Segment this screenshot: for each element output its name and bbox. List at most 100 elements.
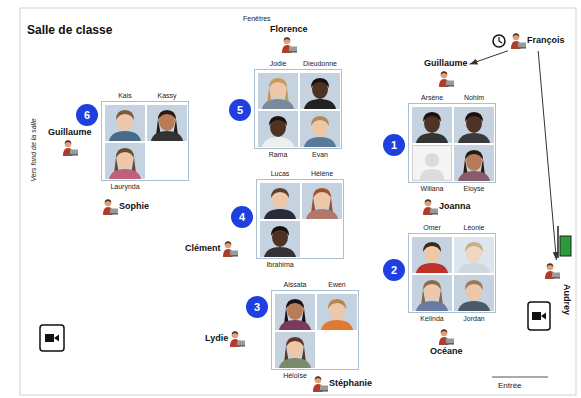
illustration-part xyxy=(300,111,340,147)
student-name: Hélène xyxy=(311,170,333,178)
illustration-part xyxy=(317,294,357,330)
illustration-part xyxy=(425,153,439,167)
illustration-part xyxy=(105,199,112,203)
student-photo: Hélène xyxy=(302,183,342,219)
student-portrait xyxy=(275,294,315,330)
clock-hands xyxy=(499,37,502,43)
arrow-connector xyxy=(538,51,556,260)
illustration-part xyxy=(272,189,288,209)
illustration-part xyxy=(458,263,490,273)
student-photo: Omer xyxy=(412,237,452,273)
group-number-circle: 6 xyxy=(76,104,98,126)
illustration-part xyxy=(458,133,490,143)
person-laptop-icon xyxy=(281,36,297,53)
illustration-part xyxy=(258,111,298,147)
student-name: Lucas xyxy=(271,170,290,178)
illustration-part xyxy=(329,300,345,320)
student-name: Ibrahima xyxy=(266,261,293,269)
illustration-part xyxy=(328,299,346,309)
illustration-part xyxy=(444,85,454,87)
student-photo: Rama xyxy=(258,111,298,147)
illustration-part xyxy=(270,79,286,99)
illustration-part xyxy=(466,151,482,171)
illustration-part xyxy=(64,140,71,144)
staff-name: Clément xyxy=(185,243,221,254)
illustration-part xyxy=(232,332,239,339)
staff-member: Sophie xyxy=(102,198,149,215)
illustration-part xyxy=(454,107,494,143)
illustration-part xyxy=(151,131,183,141)
illustration-part xyxy=(315,377,322,384)
illustration-part xyxy=(272,227,288,247)
student-photo: Kelinda xyxy=(412,275,452,311)
illustration-part xyxy=(312,79,328,99)
group-number: 5 xyxy=(237,104,243,116)
illustration-part xyxy=(271,188,289,198)
illustration-part xyxy=(412,107,452,143)
illustration-part xyxy=(275,294,315,330)
camera-body xyxy=(532,312,541,320)
student-name: Aissata xyxy=(284,281,307,289)
illustration-part xyxy=(416,263,448,273)
clock-symbol xyxy=(493,35,505,47)
illustration-part xyxy=(108,213,118,215)
illustration-part xyxy=(117,149,133,169)
student-name: Wiliana xyxy=(421,185,444,193)
illustration-part xyxy=(224,241,231,245)
illustration-part xyxy=(424,281,440,301)
illustration-part xyxy=(465,280,483,290)
illustration-part xyxy=(109,169,141,179)
staff-name: Guillaume xyxy=(424,58,468,69)
student-portrait xyxy=(454,107,494,143)
student-name: Kassy xyxy=(157,92,176,100)
illustration-part xyxy=(454,145,494,181)
group-number: 4 xyxy=(239,211,245,223)
illustration-part xyxy=(260,183,300,219)
illustration-part xyxy=(454,275,494,311)
illustration-part xyxy=(430,209,438,214)
illustration-part xyxy=(70,150,78,155)
illustration-part xyxy=(424,243,440,263)
staff-name: Joanna xyxy=(439,201,471,212)
student-portrait xyxy=(258,73,298,109)
illustration-part xyxy=(441,329,448,333)
student-name: Laurynda xyxy=(110,183,139,191)
person-laptop-icon xyxy=(62,139,78,156)
student-table: 2OmerLéonieKelindaJordan xyxy=(408,233,496,313)
illustration-part xyxy=(420,169,444,181)
student-portrait xyxy=(412,237,452,273)
illustration-part xyxy=(547,264,554,271)
student-table: 3AissataEwenHéloïse xyxy=(271,290,359,370)
student-photo: Héloïse xyxy=(275,332,315,368)
student-photo: Ewen xyxy=(317,294,357,330)
person-laptop-icon xyxy=(510,32,526,49)
illustration-part xyxy=(440,72,447,79)
person-laptop-icon xyxy=(438,328,454,345)
staff-member: Clément xyxy=(185,240,238,257)
illustration-part xyxy=(513,33,520,37)
illustration-part xyxy=(68,154,78,156)
student-name: Ewen xyxy=(328,281,346,289)
student-portrait xyxy=(317,294,357,330)
camera-lens xyxy=(541,313,546,320)
illustration-part xyxy=(465,150,483,160)
green-board xyxy=(560,236,571,256)
illustration-part xyxy=(513,34,520,41)
illustration-part xyxy=(147,105,187,141)
illustration-part xyxy=(235,345,245,347)
illustration-part xyxy=(312,117,328,137)
illustration-part xyxy=(264,247,296,257)
staff-name: Océane xyxy=(430,346,463,357)
student-name: Omer xyxy=(423,224,441,232)
student-portrait xyxy=(275,332,315,368)
illustration-part xyxy=(412,275,452,311)
person-laptop-icon xyxy=(312,375,328,392)
illustration-part xyxy=(116,148,134,158)
person-laptop-icon xyxy=(438,70,454,87)
room-frame xyxy=(20,8,576,395)
student-photo: Jodie xyxy=(258,73,298,109)
student-portrait xyxy=(258,111,298,147)
staff-member: Océane xyxy=(430,328,463,357)
illustration-part xyxy=(311,78,329,88)
